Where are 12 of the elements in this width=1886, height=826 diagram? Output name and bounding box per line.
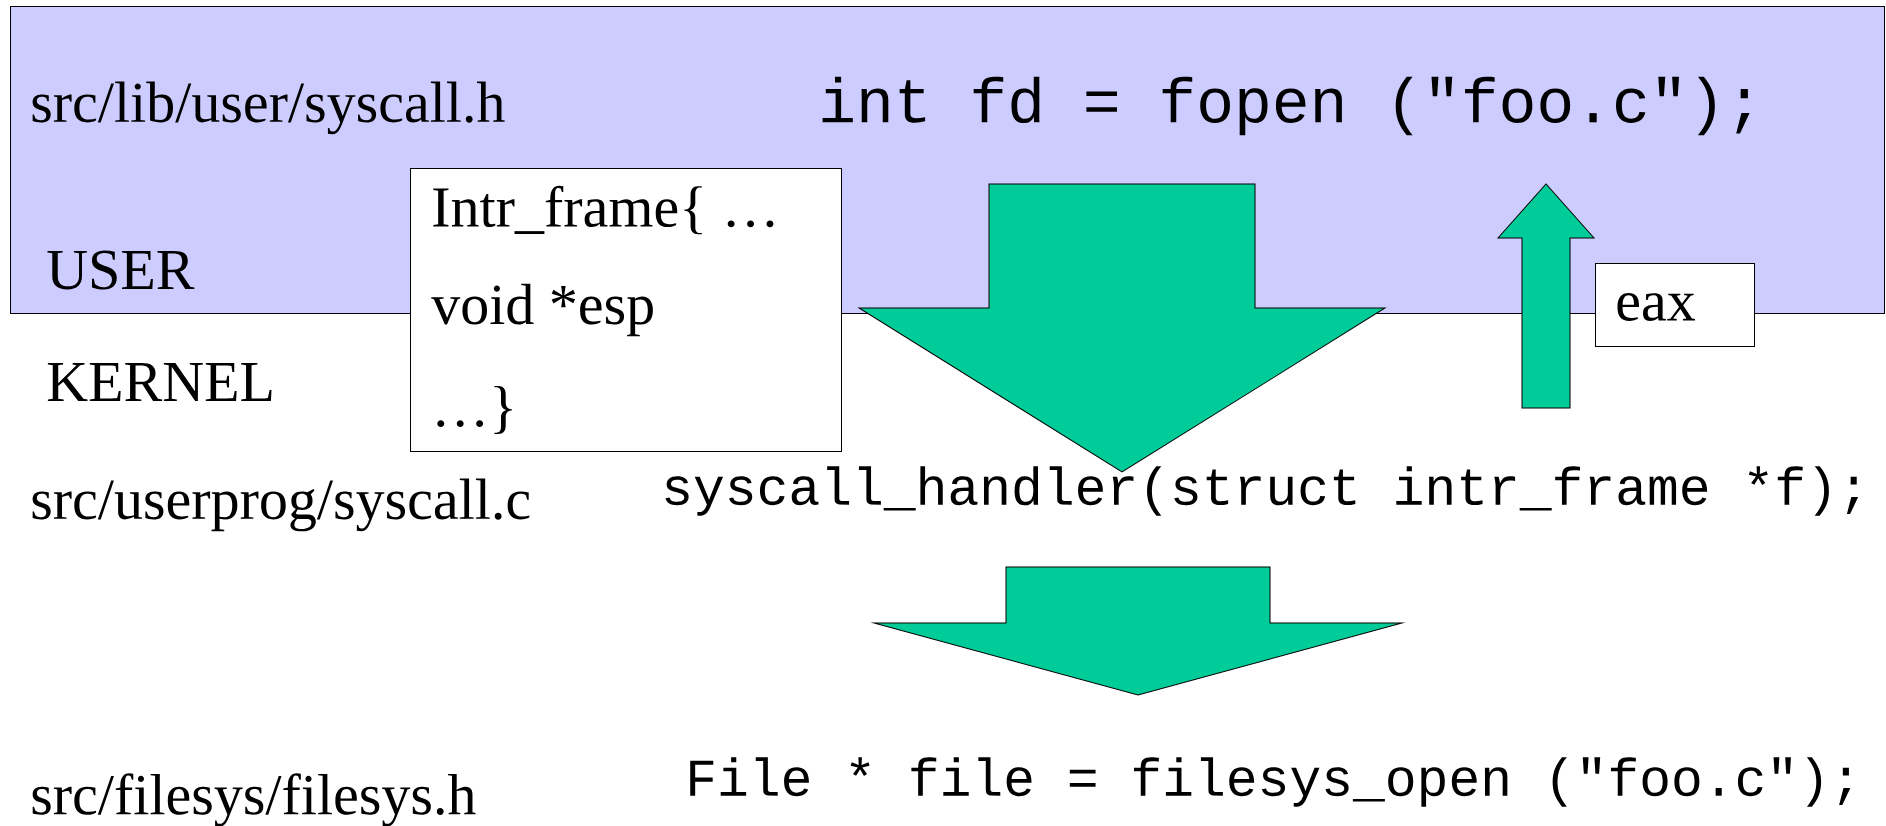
struct-box: Intr_frame{ … void *esp …} [410,168,842,452]
code-line: int fd = fopen ("foo.c"); [822,76,1750,136]
register-box: eax [1595,263,1755,347]
code-line: syscall_handler(struct intr_frame *f); [665,466,1859,516]
code-line: File * file = filesys_open ("foo.c"); [690,757,1851,807]
file-label: src/lib/user/syscall.h [32,81,505,135]
file-label: KERNEL [47,363,272,401]
block-arrow [1497,183,1595,409]
block-arrow [873,566,1403,696]
file-label: src/userprog/syscall.c [32,478,530,532]
block-arrow [858,183,1386,473]
file-label: src/filesys/filesys.h [32,773,476,826]
